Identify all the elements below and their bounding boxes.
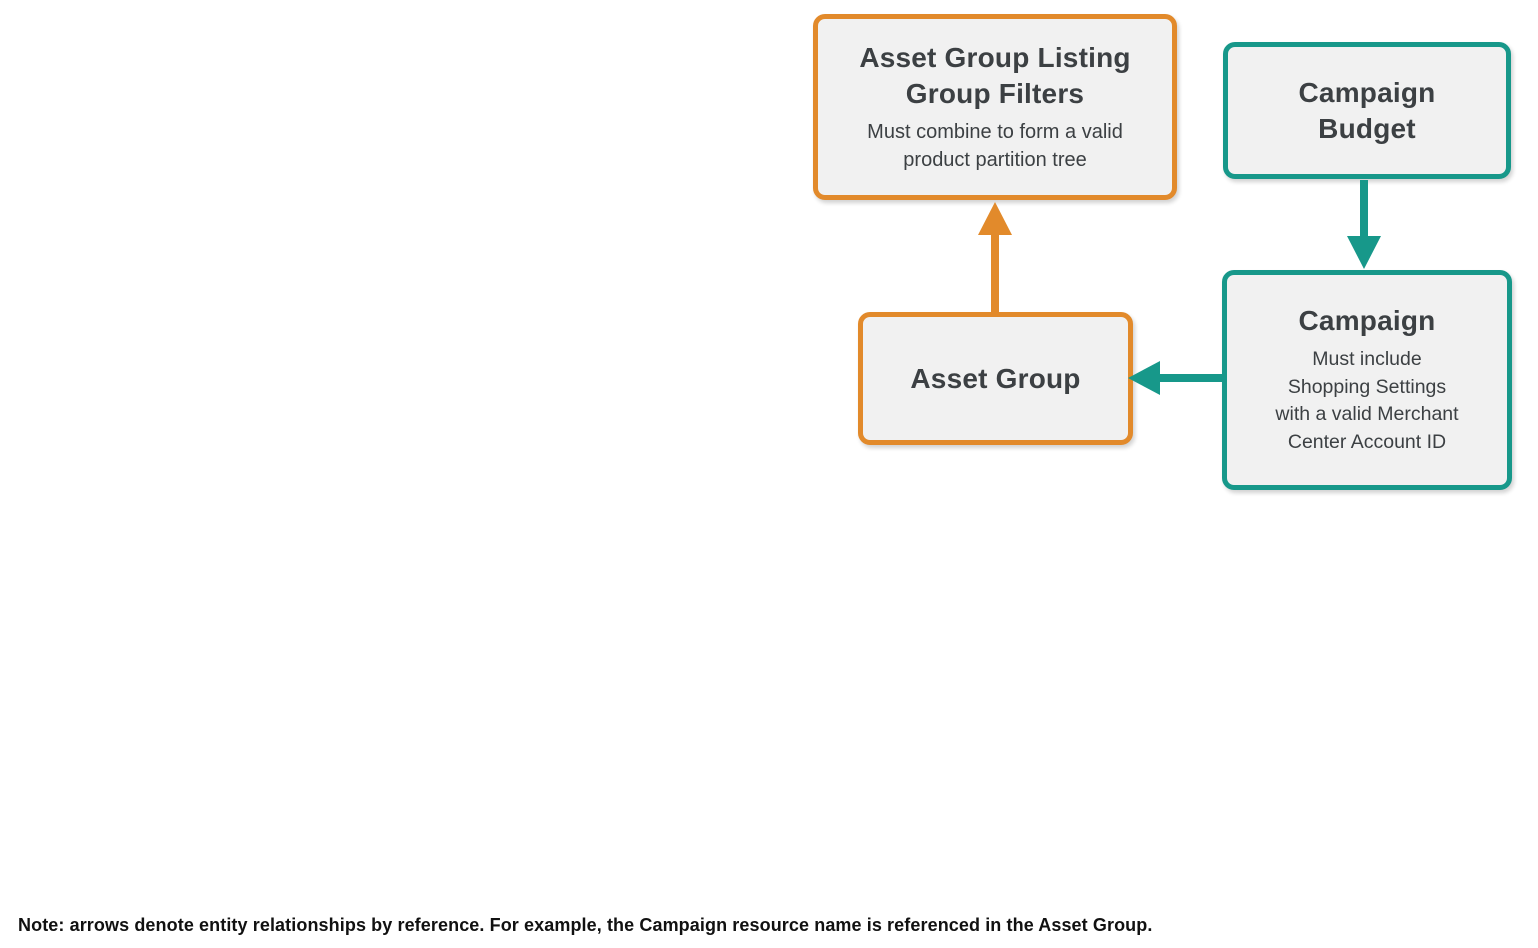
node-asset-group: Asset Group — [858, 312, 1133, 445]
arrow-line — [1158, 374, 1222, 382]
arrow-line — [991, 233, 999, 312]
node-asset-group-listing-group-filters: Asset Group Listing Group Filters Must c… — [813, 14, 1177, 200]
footnote: Note: arrows denote entity relationships… — [18, 915, 1153, 935]
node-campaign-budget: Campaign Budget — [1223, 42, 1511, 179]
arrow-left-icon — [1128, 361, 1160, 395]
node-campaign: Campaign Must include Shopping Settings … — [1222, 270, 1512, 490]
arrow-down-icon — [1347, 236, 1381, 269]
node-title: Campaign Budget — [1298, 76, 1436, 144]
node-subtitle: Must combine to form a valid product par… — [867, 121, 1123, 172]
node-title: Campaign — [1298, 305, 1436, 337]
arrow-up-icon — [978, 202, 1012, 235]
arrow-line — [1360, 180, 1368, 238]
node-title: Asset Group Listing Group Filters — [859, 41, 1131, 109]
node-title: Asset Group — [910, 362, 1081, 394]
node-subtitle: Must include Shopping Settings with a va… — [1275, 348, 1459, 454]
